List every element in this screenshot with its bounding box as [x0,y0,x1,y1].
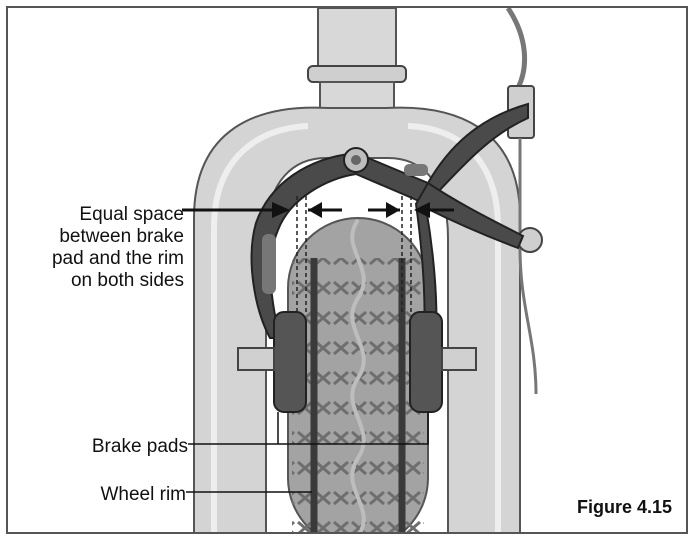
figure-frame: Equal space between brake pad and the ri… [6,6,688,534]
gap-arrow-left-head [308,202,322,218]
brake-pads-label: Brake pads [91,436,188,457]
wheel-rim-label: Wheel rim [100,484,186,505]
caliper-slot-left [262,234,276,294]
headset-ring [307,65,407,83]
pad-mount-left [237,347,275,371]
caliper-pivot-hole [351,155,361,165]
tire-center-wave [350,218,366,532]
equal-space-label: Equal space between brake pad and the ri… [51,204,184,291]
caliper-slot-right [404,164,428,176]
pad-mount-right [441,347,477,371]
arrow-pointer-head [272,202,290,218]
arrow-right-in-head [414,202,430,218]
leader-brake-pads [188,412,429,445]
figure-caption: Figure 4.15 [576,497,672,517]
brake-cable [505,8,528,90]
gap-arrow-right-head [386,202,400,218]
cable-end [518,138,538,395]
brake-pad-left [273,311,307,413]
fork-highlight [211,123,309,532]
brake-pad-right [409,311,443,413]
brake-diagram [182,8,543,532]
